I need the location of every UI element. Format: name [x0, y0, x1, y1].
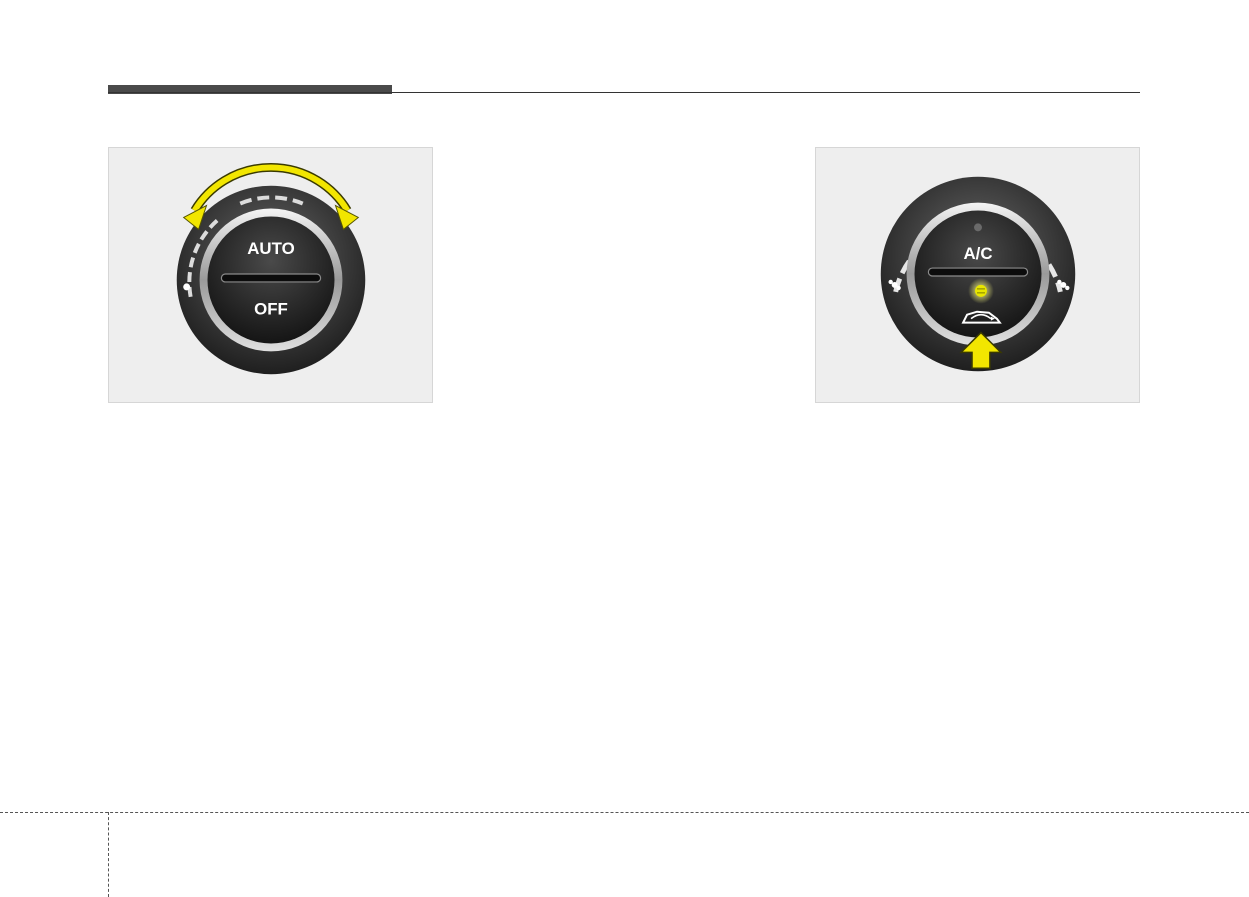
- ac-indicator-led: [974, 223, 982, 231]
- ac-label: A/C: [963, 244, 992, 263]
- knob-split-line: [221, 274, 320, 282]
- knob-split-line: [928, 268, 1027, 276]
- off-label: OFF: [254, 300, 288, 319]
- figure-auto-off-knob: AUTO OFF: [108, 147, 433, 403]
- footer-dashed-rule: [0, 812, 1249, 813]
- scale-dot: [183, 283, 190, 290]
- auto-label: AUTO: [247, 239, 294, 258]
- ac-knob-illustration: A/C: [816, 148, 1139, 402]
- footer-dashed-divider: [108, 812, 109, 897]
- auto-off-knob-illustration: AUTO OFF: [109, 148, 432, 402]
- section-header-rule: [108, 92, 1140, 93]
- figure-ac-knob: A/C: [815, 147, 1140, 403]
- recirculation-indicator-light: [968, 278, 994, 304]
